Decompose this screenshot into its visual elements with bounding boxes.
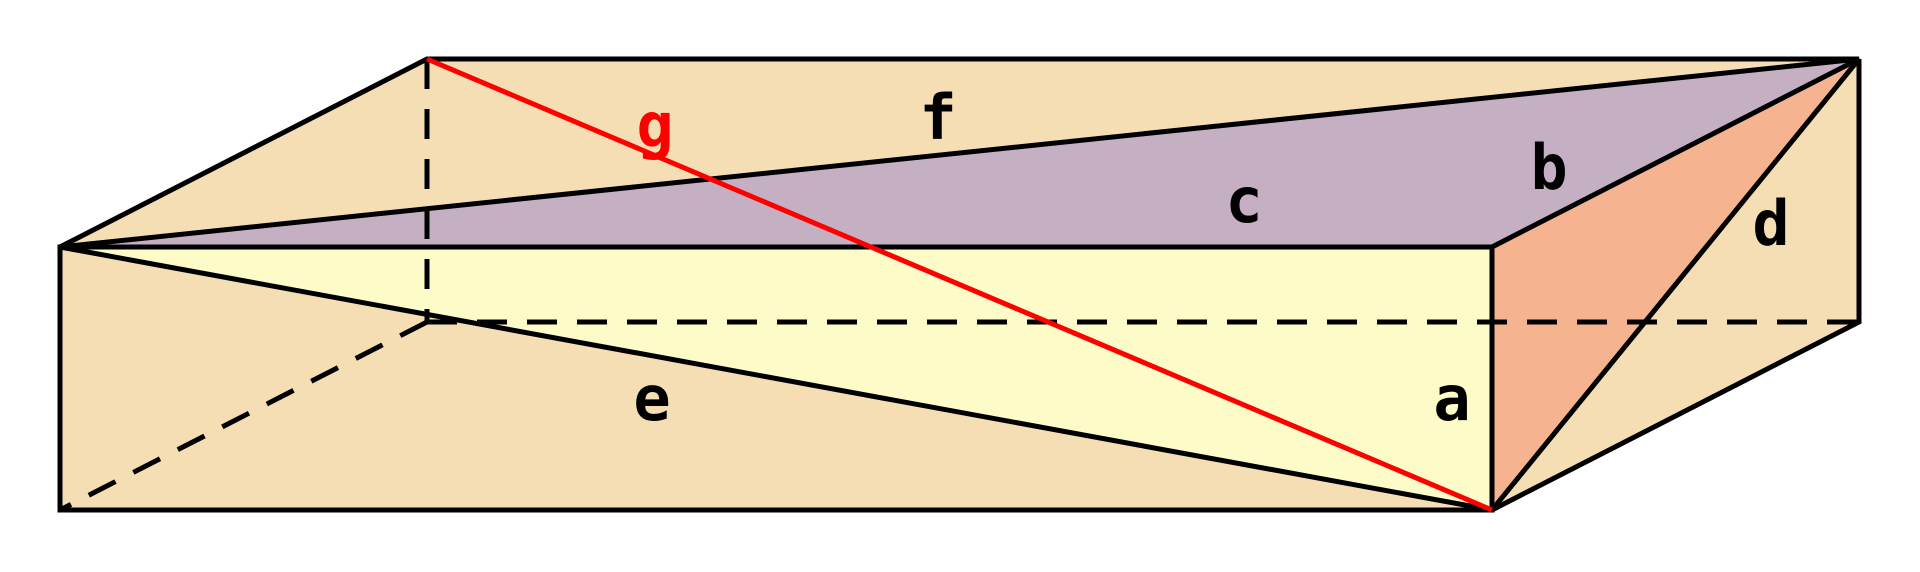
top-back-outline bbox=[58, 56, 1861, 250]
space-diagonal-g bbox=[426, 56, 1493, 513]
right-face-outline bbox=[1490, 59, 1862, 513]
label-a: a bbox=[1433, 362, 1470, 435]
label-g: g bbox=[636, 89, 673, 162]
label-c: c bbox=[1225, 164, 1262, 237]
label-d: d bbox=[1752, 187, 1789, 260]
label-b: b bbox=[1530, 131, 1567, 204]
diagonal-f bbox=[59, 56, 1860, 250]
label-e: e bbox=[633, 362, 670, 435]
diagonal-e bbox=[59, 244, 1493, 513]
label-f: f bbox=[919, 81, 956, 154]
hidden-left-bottom-edge bbox=[58, 319, 429, 513]
diagonal-d bbox=[1490, 57, 1861, 512]
